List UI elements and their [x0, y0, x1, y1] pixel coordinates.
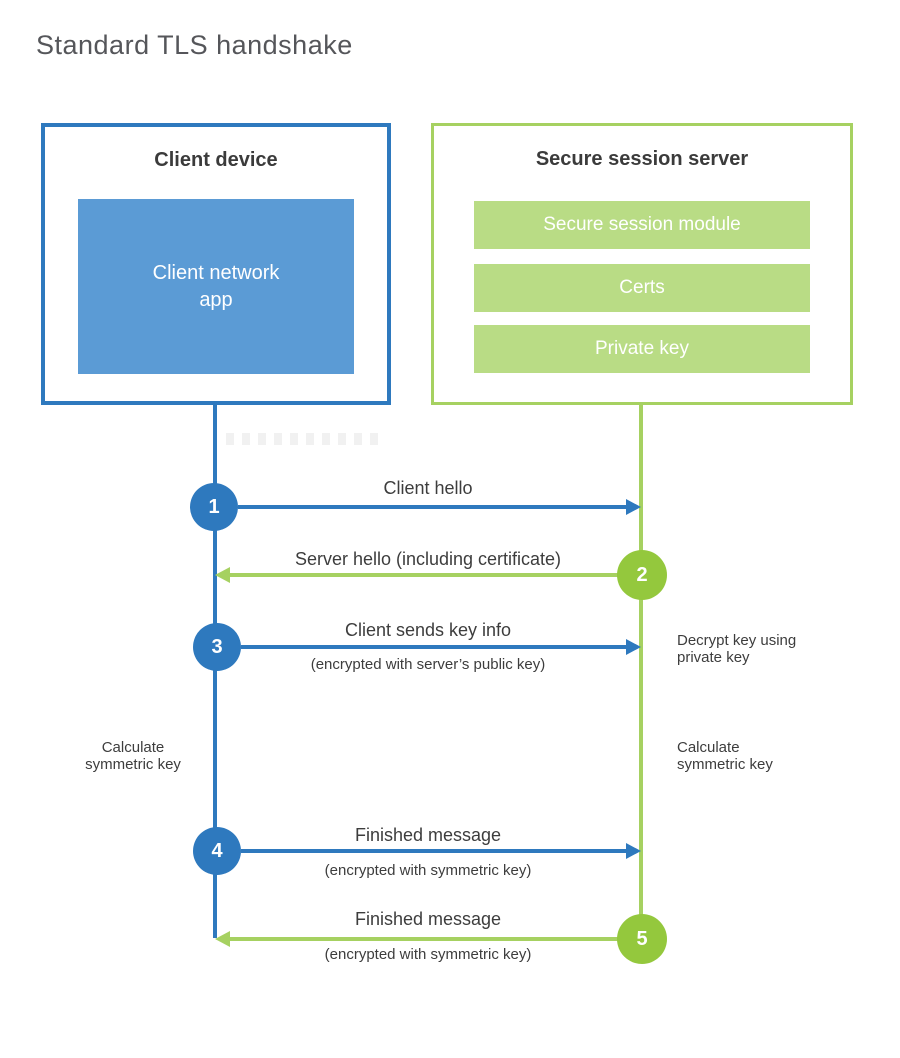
step-3-arrow: [241, 645, 627, 649]
annotation-calculate-symmetric-key-client: Calculate symmetric key: [85, 739, 181, 774]
step-2-circle: 2: [617, 550, 667, 600]
step-1-label: Client hello: [383, 478, 473, 498]
step-4-arrowhead-icon: [626, 843, 641, 859]
client-device-title: Client device: [154, 149, 278, 171]
step-4-circle: 4: [193, 827, 241, 875]
server-module-private-key: Private key: [474, 325, 810, 373]
step-4-label: Finished message: [354, 825, 502, 845]
step-5-circle: 5: [617, 914, 667, 964]
step-3-sublabel: (encrypted with server’s public key): [310, 656, 546, 673]
server-lifeline: [639, 405, 643, 917]
step-2-arrow: [229, 573, 618, 577]
client-device-box: Client device Client network app: [41, 123, 391, 405]
step-1-arrowhead-icon: [626, 499, 641, 515]
step-2-label: Server hello (including certificate): [294, 549, 562, 569]
faint-dashed-artifact: [226, 433, 386, 445]
step-1-arrow: [238, 505, 627, 509]
step-5-arrowhead-icon: [215, 931, 230, 947]
step-3-arrowhead-icon: [626, 639, 641, 655]
annotation-calculate-symmetric-key-server: Calculate symmetric key: [677, 739, 773, 774]
page-title: Standard TLS handshake: [36, 30, 353, 60]
client-network-app-box: Client network app: [78, 199, 354, 374]
step-2-arrowhead-icon: [215, 567, 230, 583]
step-3-label: Client sends key info: [344, 620, 512, 640]
server-box: Secure session server Secure session mod…: [431, 123, 853, 405]
annotation-decrypt-key: Decrypt key using private key: [677, 632, 797, 667]
step-4-sublabel: (encrypted with symmetric key): [324, 862, 532, 879]
step-1-circle: 1: [190, 483, 238, 531]
step-5-arrow: [229, 937, 618, 941]
step-4-arrow: [241, 849, 627, 853]
step-5-sublabel: (encrypted with symmetric key): [324, 946, 532, 963]
client-lifeline: [213, 405, 217, 938]
server-module-certs: Certs: [474, 264, 810, 312]
step-5-label: Finished message: [354, 909, 502, 929]
step-3-circle: 3: [193, 623, 241, 671]
server-title: Secure session server: [535, 148, 749, 170]
server-module-secure-session: Secure session module: [474, 201, 810, 249]
